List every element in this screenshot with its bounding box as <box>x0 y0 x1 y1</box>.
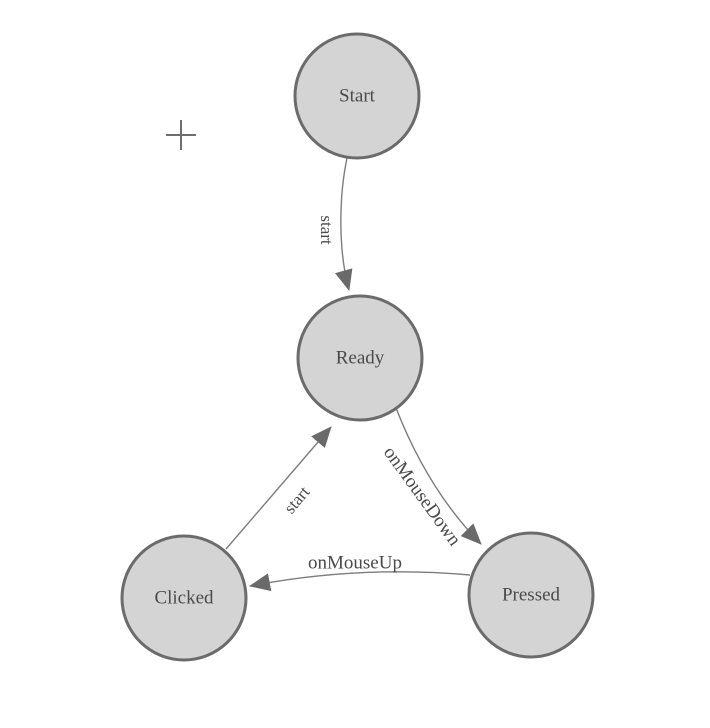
transition-clicked-to-ready[interactable] <box>225 426 332 550</box>
transition-label-pressed-to-clicked[interactable]: onMouseUp <box>308 552 402 573</box>
state-node-pressed[interactable]: Pressed <box>467 531 595 659</box>
state-node-ready-label: Ready <box>336 347 385 368</box>
origin-crosshair <box>166 120 196 150</box>
state-node-ready[interactable]: Ready <box>296 294 424 422</box>
state-node-start-label: Start <box>339 85 376 106</box>
transition-ready-to-pressed[interactable] <box>395 407 482 545</box>
transition-label-start-to-ready[interactable]: start <box>317 215 336 245</box>
state-node-pressed-circle <box>467 531 595 659</box>
transition-start-to-ready[interactable] <box>335 157 353 291</box>
state-node-start-circle <box>293 32 421 160</box>
transition-pressed-to-clicked[interactable] <box>249 571 471 592</box>
state-node-clicked[interactable]: Clicked <box>120 534 248 662</box>
transition-label-clicked-to-ready[interactable]: start <box>280 482 314 517</box>
state-node-clicked-label: Clicked <box>154 587 214 608</box>
state-node-clicked-circle <box>120 534 248 662</box>
state-node-start[interactable]: Start <box>293 32 421 160</box>
transition-label-ready-to-pressed[interactable]: onMouseDown <box>379 443 465 551</box>
state-node-ready-circle <box>296 294 424 422</box>
state-node-pressed-label: Pressed <box>502 584 561 605</box>
